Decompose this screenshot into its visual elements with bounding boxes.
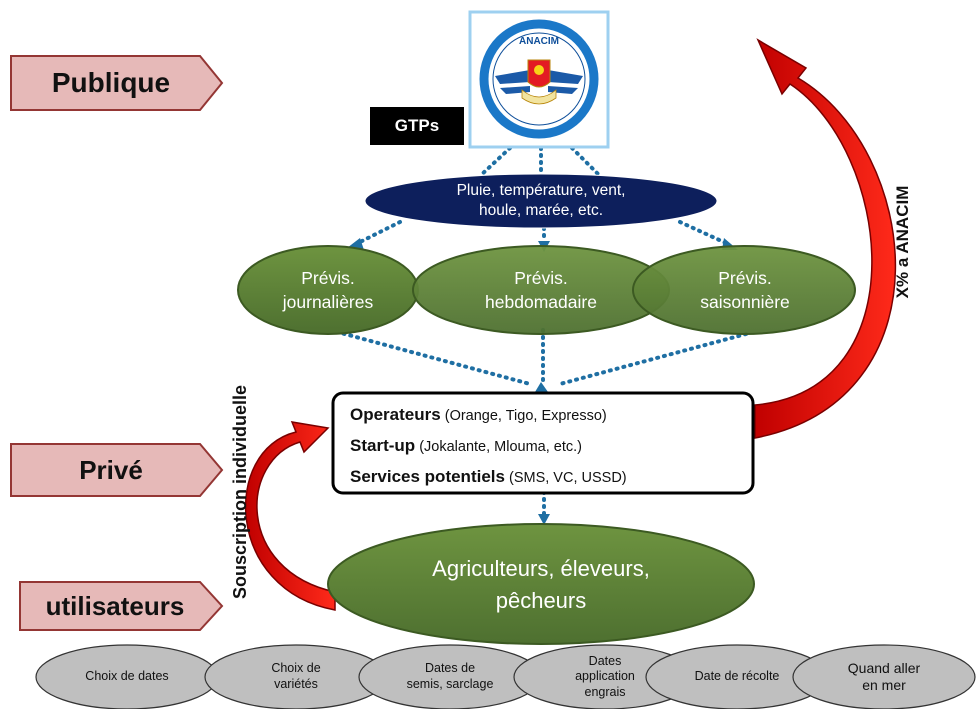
decision-3-line-1: Dates de [424,661,476,676]
prive-tag: Privé [11,444,211,496]
operators-text: Operateurs (Orange, Tigo, Expresso) Star… [350,400,750,490]
forecast-weekly-line-1: Prévis. [514,268,568,289]
operators-row-2-bold: Start-up [350,436,416,455]
souscription-label: Souscription individuelle [230,384,250,600]
forecast-seasonal-line-1: Prévis. [718,268,772,289]
prive-label: Privé [79,454,143,485]
utilisateurs-label: utilisateurs [45,590,185,621]
decision-5-line-1: Date de récolte [694,669,780,684]
decision-ellipses [35,644,976,709]
forecast-seasonal-text: Prévis. saisonnière [650,260,840,322]
operators-row-2: Start-up (Jokalante, Mlouma, etc.) [350,431,750,462]
decision-6-line-2: en mer [862,677,906,693]
forecast-daily-line-2: journalières [282,292,374,312]
users-text: Agriculteurs, éleveurs, pêcheurs [360,548,722,622]
decision-6-text: Quand aller en mer [803,654,965,700]
decision-4-text: Dates application engrais [524,648,686,706]
decision-4-line-2: application [575,669,635,684]
forecast-daily-line-1: Prévis. [301,268,355,289]
anacim-share-label: X% a ANACIM [893,185,912,299]
anacim-share-arrow [754,38,897,439]
decision-2-line-1: Choix de [271,661,321,676]
gtps-label: GTPs [394,116,440,135]
forecast-weekly-line-2: hebdomadaire [485,292,597,312]
forecast-seasonal-line-2: saisonnière [700,292,790,312]
forecast-daily-text: Prévis. journalières [246,260,410,322]
users-line-2: pêcheurs [495,588,587,613]
operators-row-1: Operateurs (Orange, Tigo, Expresso) [350,400,750,431]
users-ellipse [327,523,755,645]
operators-row-1-rest: (Orange, Tigo, Expresso) [444,408,607,424]
operators-box [331,391,755,495]
anacim-logo [468,10,610,149]
parameters-text: Pluie, température, vent, houle, marée, … [380,175,702,227]
parameters-line-2: houle, marée, etc. [478,202,604,219]
subscription-arrow [244,421,336,611]
prive-tag-shape [10,443,224,497]
forecast-weekly-text: Prévis. hebdomadaire [441,260,641,322]
gtps-box [370,107,464,145]
decision-2-text: Choix de variétés [215,654,377,700]
decision-6-line-1: Quand aller [847,659,921,676]
decision-3-text: Dates de semis, sarclage [369,654,531,700]
operators-row-3: Services potentiels (SMS, VC, USSD) [350,462,750,493]
anacim-logo-text: ANACIM [519,36,559,47]
parameters-line-1: Pluie, température, vent, [456,181,626,199]
operators-row-2-rest: (Jokalante, Mlouma, etc.) [419,439,582,455]
decision-1-text: Choix de dates [46,654,208,700]
dotted-connectors [328,146,748,516]
users-line-1: Agriculteurs, éleveurs, [432,556,650,582]
decision-1-line-1: Choix de dates [85,669,169,684]
decision-4-line-3: engrais [584,684,626,699]
publique-label: Publique [51,67,171,98]
operators-row-3-rest: (SMS, VC, USSD) [509,470,627,486]
decision-2-line-2: variétés [274,677,318,691]
publique-tag-shape [10,55,224,111]
decision-4-line-1: Dates [588,653,622,668]
forecast-seasonal-ellipse [632,245,856,335]
utilisateurs-tag-shape [19,581,224,631]
operators-row-3-bold: Services potentiels [350,467,505,486]
publique-tag: Publique [11,56,211,110]
operators-row-1-bold: Operateurs [350,405,441,424]
parameters-ellipse [364,173,718,229]
decision-5-text: Date de récolte [656,654,818,700]
utilisateurs-tag: utilisateurs [20,582,210,630]
decision-3-line-2: semis, sarclage [406,677,494,691]
